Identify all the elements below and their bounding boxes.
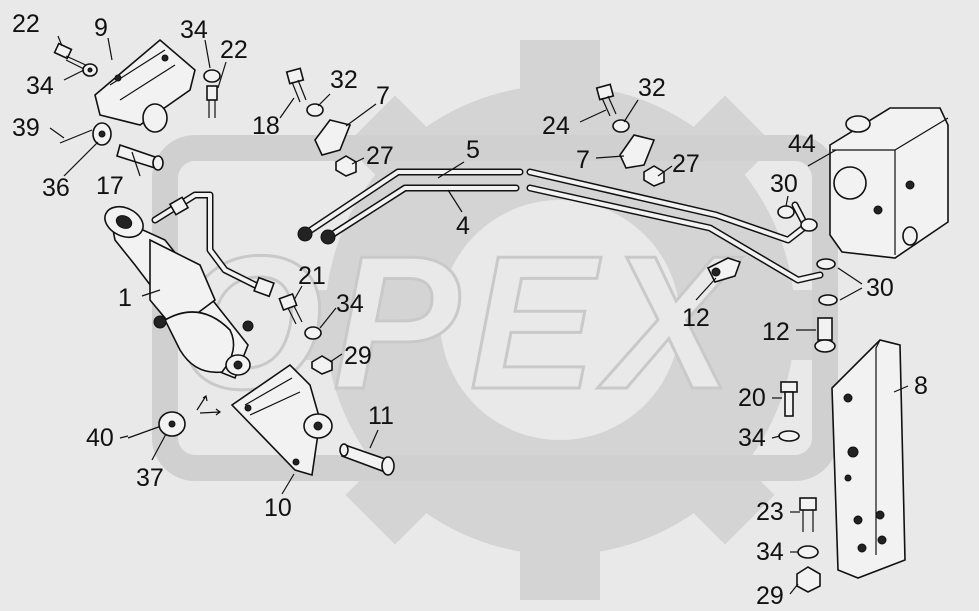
callout-20: 20 <box>738 384 766 412</box>
washer-part-36 <box>92 122 112 146</box>
callout-22-top-left: 22 <box>12 10 40 38</box>
callout-7-right: 7 <box>576 146 590 174</box>
pin-part-11 <box>339 443 395 476</box>
bolt-part-20 <box>780 381 798 417</box>
direction-arrows <box>196 395 221 416</box>
callout-34-top: 34 <box>180 16 208 44</box>
callout-9: 9 <box>94 14 108 42</box>
callout-29-center: 29 <box>344 342 372 370</box>
washer-part-37 <box>158 411 186 437</box>
callout-23: 23 <box>756 498 784 526</box>
bolt-part-23 <box>799 497 817 532</box>
callout-5: 5 <box>466 136 480 164</box>
seals-part-30 <box>777 205 838 306</box>
washer-part-34-mid-right <box>778 430 800 442</box>
leader-lines <box>49 35 909 595</box>
callout-24: 24 <box>542 112 570 140</box>
callout-27-right: 27 <box>672 150 700 178</box>
washer-part-34-bottom <box>797 545 819 559</box>
bolt-part-21 <box>278 292 303 325</box>
bracket-part-9 <box>94 38 196 133</box>
callout-32-right: 32 <box>638 74 666 102</box>
callout-34-center: 34 <box>336 290 364 318</box>
callout-39: 39 <box>12 114 40 142</box>
watermark: OPEX <box>152 40 838 600</box>
washer-part-32-right <box>612 119 630 133</box>
nut-part-27-left <box>335 155 357 177</box>
callout-32-left: 32 <box>330 66 358 94</box>
plate-part-8 <box>831 339 906 579</box>
callout-27-left: 27 <box>366 142 394 170</box>
callout-10: 10 <box>264 494 292 522</box>
clip-part-7-right <box>619 134 656 169</box>
callout-44: 44 <box>788 130 816 158</box>
callout-34-bottom: 34 <box>756 538 784 566</box>
bolt-part-22-top <box>206 85 218 118</box>
bracket-part-10 <box>230 363 333 477</box>
callout-8: 8 <box>914 372 928 400</box>
callout-21: 21 <box>298 262 326 290</box>
callout-30-right: 30 <box>866 274 894 302</box>
callout-4: 4 <box>456 212 470 240</box>
washer-part-32-left <box>306 103 324 117</box>
nut-part-27-right <box>643 165 665 187</box>
callout-22-top: 22 <box>220 36 248 64</box>
callout-29-bottom: 29 <box>756 582 784 610</box>
bolt-part-22-left <box>53 42 89 71</box>
banjo-bolt-part-12-right <box>814 317 836 353</box>
nut-part-34-top <box>203 69 221 83</box>
pin-part-40 <box>127 424 165 439</box>
callout-36: 36 <box>42 174 70 202</box>
callout-12-right: 12 <box>762 318 790 346</box>
callout-34-top-left: 34 <box>26 72 54 100</box>
pin-part-17 <box>116 143 164 171</box>
callout-17: 17 <box>96 172 124 200</box>
nut-part-29-bottom <box>796 566 821 593</box>
bolt-part-24 <box>595 83 617 117</box>
cylinder-part-1 <box>104 191 275 380</box>
callout-1: 1 <box>118 284 132 312</box>
clip-part-7-left <box>314 119 352 156</box>
callout-30-top: 30 <box>770 170 798 198</box>
callout-37: 37 <box>136 464 164 492</box>
nut-part-29-center <box>311 355 333 375</box>
callout-labels: 22 9 34 22 34 39 36 17 18 32 7 27 5 4 24… <box>12 10 928 610</box>
callout-7-left: 7 <box>376 82 390 110</box>
reservoir-part-44 <box>829 107 949 259</box>
pipe-end-fittings <box>297 226 336 245</box>
callout-18: 18 <box>252 112 280 140</box>
callout-34-mid-right: 34 <box>738 424 766 452</box>
pin-part-39 <box>59 129 93 144</box>
callout-12-middle: 12 <box>682 304 710 332</box>
pipe-part-4 <box>326 184 824 284</box>
bolt-part-18 <box>285 67 307 103</box>
pipe-part-5 <box>301 168 810 244</box>
washer-part-34-center <box>304 326 322 340</box>
nut-part-34-left <box>82 63 98 77</box>
callout-40: 40 <box>86 424 114 452</box>
callout-11: 11 <box>368 402 394 430</box>
